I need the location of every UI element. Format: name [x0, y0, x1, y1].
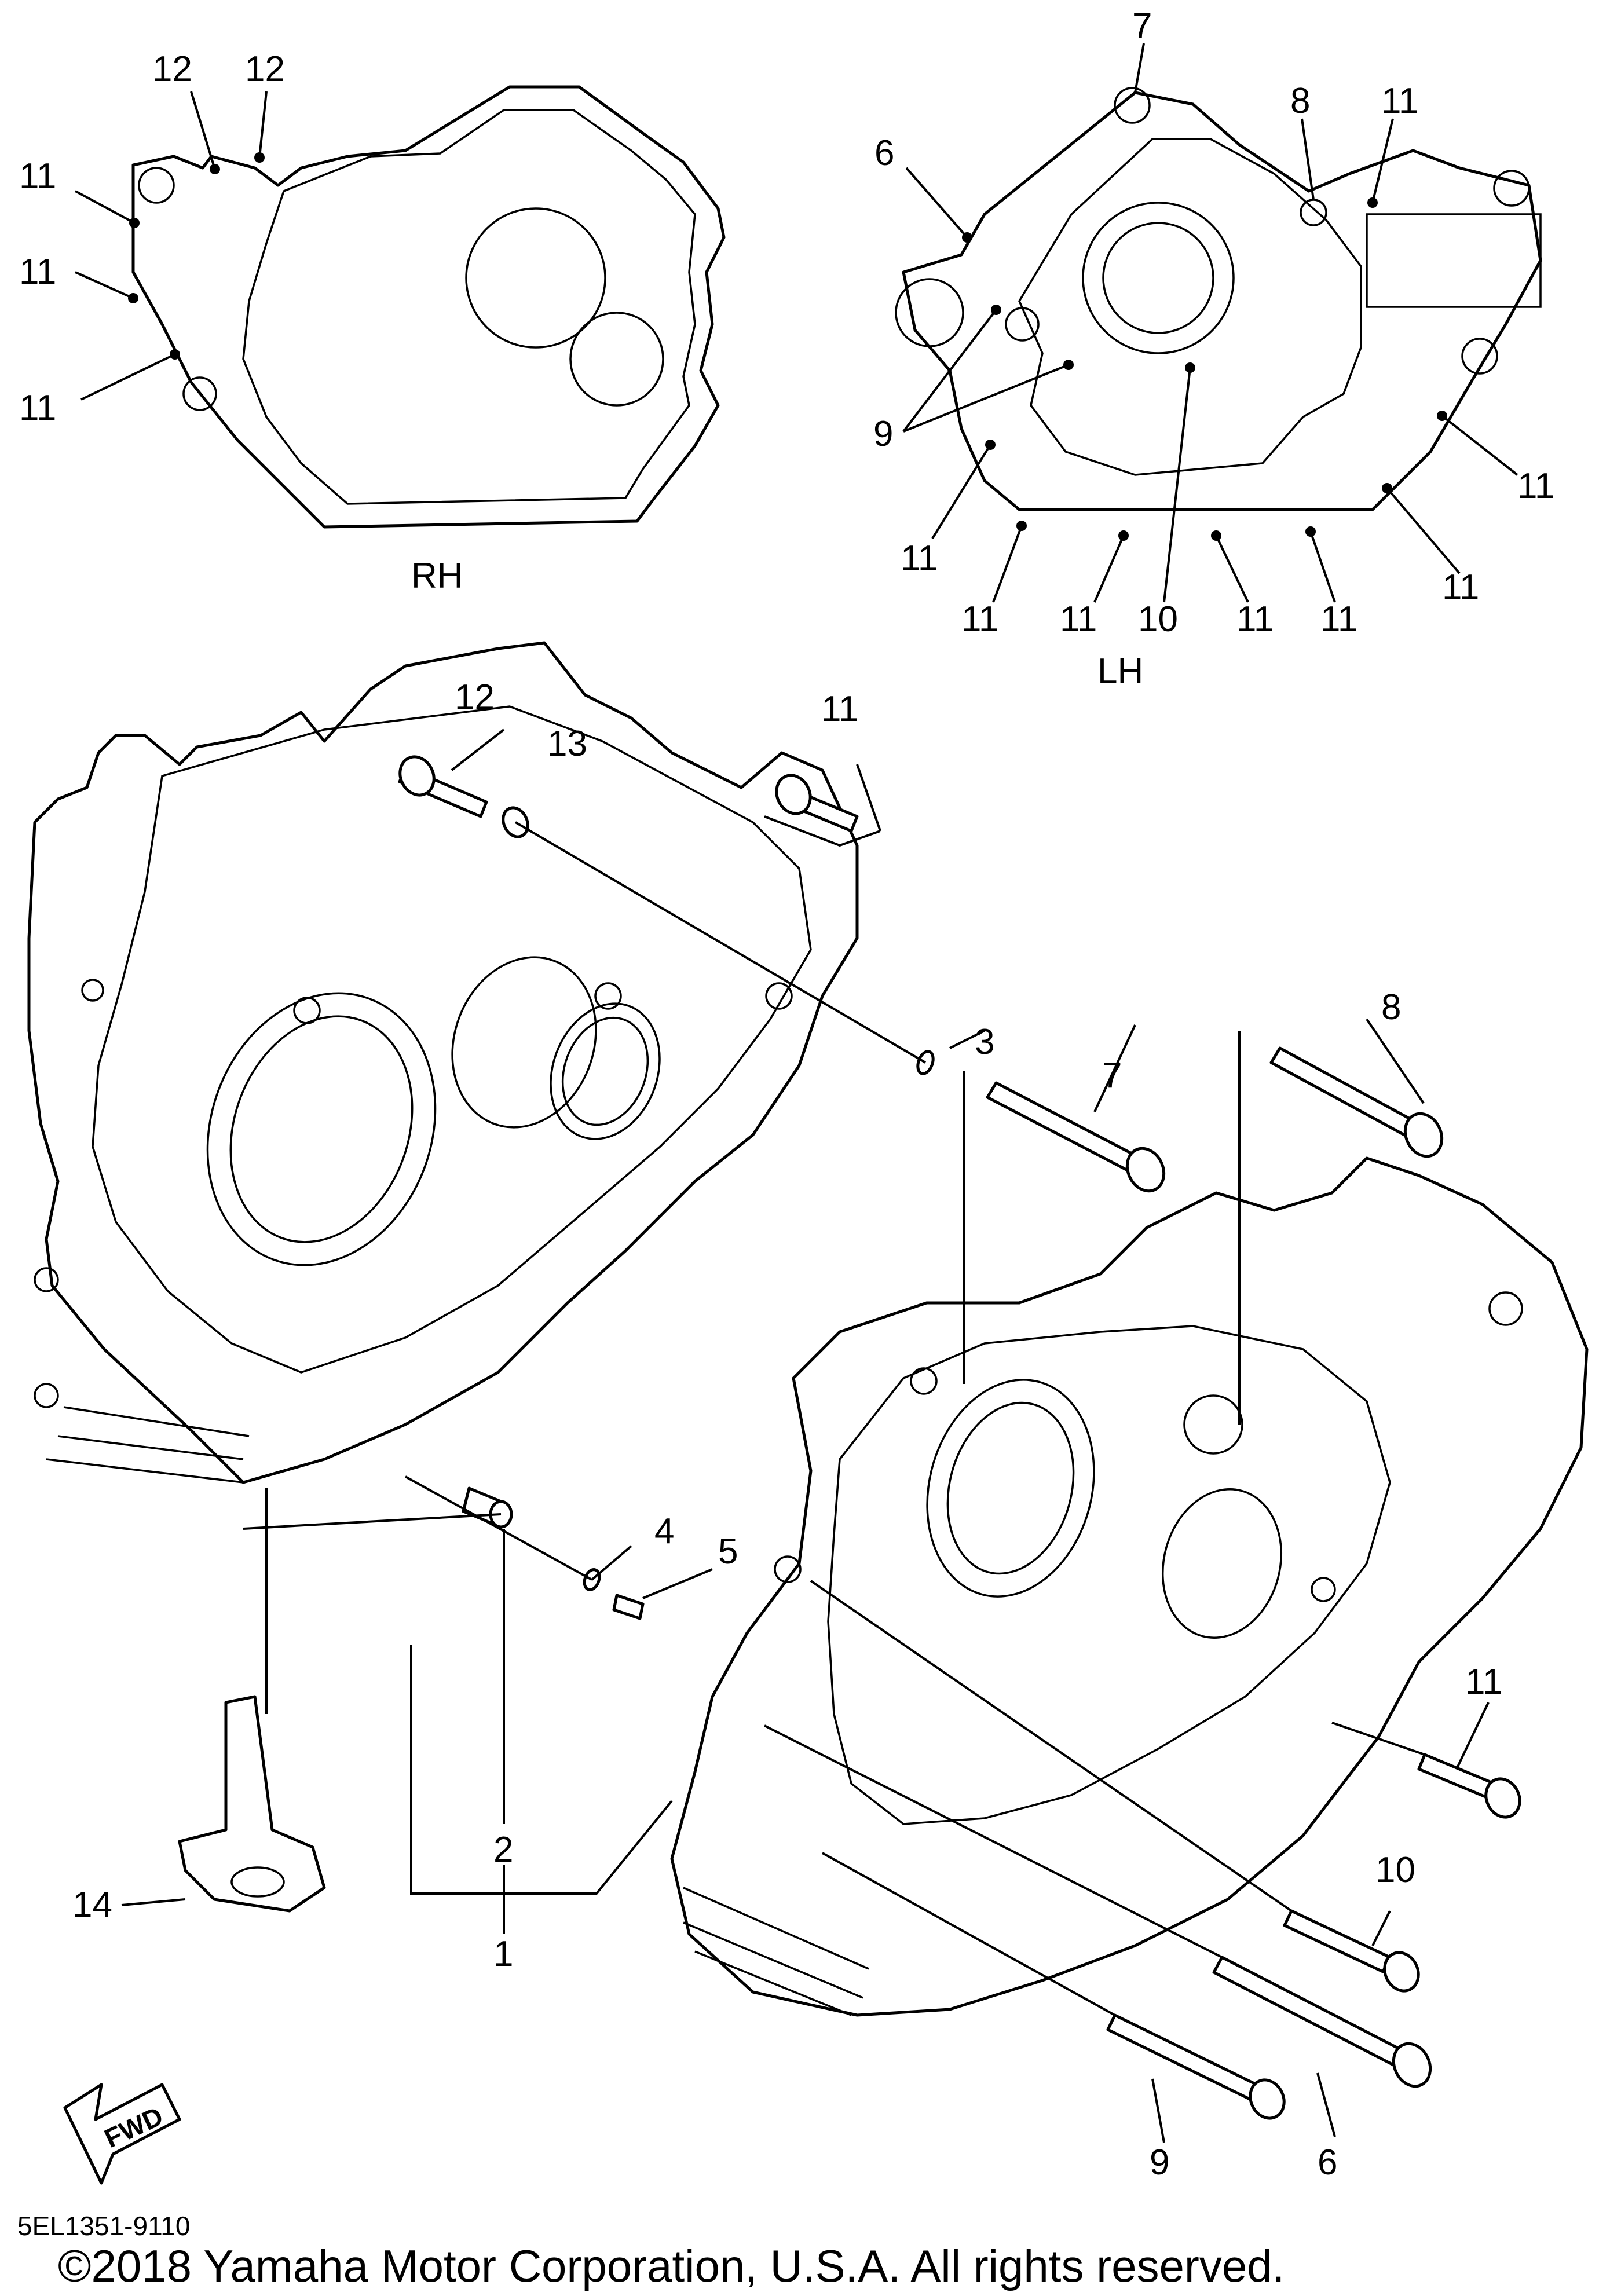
callout-6: 6: [1318, 2143, 1337, 2183]
callout-8: 8: [1290, 81, 1310, 121]
left-crankcase-half: [27, 641, 859, 1484]
callout-11: 11: [1442, 567, 1479, 607]
callout-10: 10: [1375, 1850, 1415, 1890]
bolt-10: [1283, 1909, 1420, 1993]
callout-7: 7: [1102, 1056, 1122, 1096]
callout-11: 11: [1060, 599, 1097, 639]
rh-callouts: 12 12 11 11 11 RH: [19, 49, 463, 596]
exploded-view-leader-lines: [121, 728, 1490, 2143]
callout-11: 11: [961, 599, 998, 639]
callout-11: 11: [821, 689, 858, 729]
callout-14: 14: [72, 1885, 112, 1925]
bolt-6: [1212, 1956, 1432, 2088]
bolt-11-top: [775, 774, 859, 833]
bolt-12: [398, 755, 488, 818]
lh-side-label: LH: [1097, 651, 1143, 691]
bolt-9: [1106, 2013, 1286, 2120]
callout-11: 11: [19, 252, 56, 292]
fwd-arrow-icon: FWD: [63, 2083, 181, 2185]
callout-11: 11: [1465, 1662, 1502, 1702]
rh-crankcase-outline: [128, 85, 726, 529]
callout-5: 5: [718, 1532, 738, 1572]
bolt-7: [986, 1081, 1166, 1193]
callout-9: 9: [1150, 2143, 1169, 2183]
bolt-8: [1269, 1046, 1444, 1158]
callout-4: 4: [654, 1511, 674, 1551]
callout-12: 12: [152, 49, 192, 89]
lh-leader-lines: [902, 43, 1518, 603]
lh-callouts: 7 8 11 6 9 11 11 11 11 11 10 11 11 LH: [873, 6, 1554, 691]
callout-10: 10: [1138, 599, 1178, 639]
rh-leader-lines: [75, 91, 268, 401]
callout-13: 13: [547, 724, 587, 764]
callout-9: 9: [873, 414, 893, 454]
rh-side-label: RH: [411, 556, 463, 596]
callout-3: 3: [975, 1022, 994, 1062]
callout-6: 6: [874, 133, 894, 173]
callout-11: 11: [19, 156, 56, 196]
callout-2: 2: [493, 1830, 513, 1870]
bolt-11-right: [1417, 1753, 1521, 1819]
callout-11: 11: [1381, 81, 1418, 121]
callout-11: 11: [19, 388, 56, 428]
right-crankcase-half: [670, 1156, 1589, 2017]
callout-11: 11: [901, 539, 938, 578]
copyright-notice: ©2018 Yamaha Motor Corporation, U.S.A. A…: [58, 2240, 1285, 2291]
callout-1: 1: [493, 1934, 513, 1974]
callout-11: 11: [1320, 599, 1357, 639]
callout-8: 8: [1381, 987, 1401, 1027]
oil-strainer-14: [178, 1695, 326, 1913]
center-callouts: 12 13 11 8 3 7 4 5 2 1 14 11 10 9 6: [72, 678, 1502, 2183]
callout-11: 11: [1236, 599, 1274, 639]
callout-11: 11: [1517, 466, 1554, 506]
callout-12: 12: [245, 49, 285, 89]
callout-12: 12: [455, 678, 495, 717]
dowel-pin-5: [612, 1594, 645, 1620]
lh-crankcase-outline: [895, 87, 1542, 541]
diagram-code: 5EL1351-9110: [17, 2211, 190, 2241]
callout-7: 7: [1132, 6, 1152, 46]
